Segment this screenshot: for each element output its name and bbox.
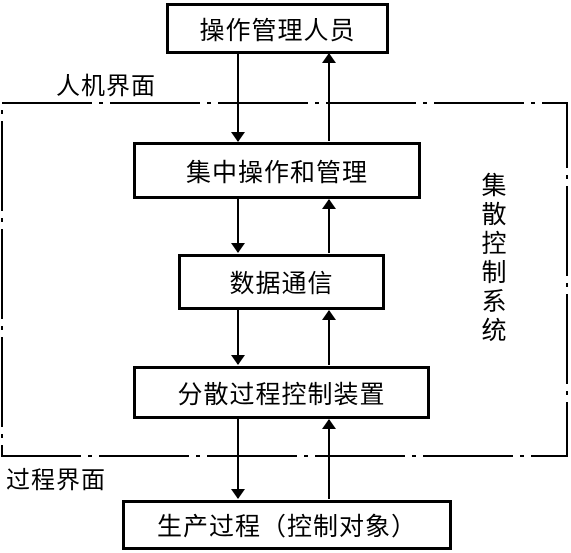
process-interface-label: 过程界面 <box>6 466 106 494</box>
hmi-interface-label: 人机界面 <box>56 72 156 100</box>
node-production-label: 生产过程（控制对象） <box>156 512 417 541</box>
node-central-ops: 集中操作和管理 <box>133 142 421 199</box>
node-operators-label: 操作管理人员 <box>199 15 356 45</box>
node-distributed-ctrl: 分散过程控制装置 <box>133 366 430 419</box>
node-distributed-ctrl-label: 分散过程控制装置 <box>177 379 386 409</box>
node-central-ops-label: 集中操作和管理 <box>185 157 368 187</box>
node-production: 生产过程（控制对象） <box>122 500 452 550</box>
system-boundary <box>1 102 568 457</box>
system-label: 集散控制系统 <box>478 172 507 346</box>
node-operators: 操作管理人员 <box>166 3 389 54</box>
node-data-comm-label: 数据通信 <box>229 269 334 298</box>
node-data-comm: 数据通信 <box>178 254 385 310</box>
